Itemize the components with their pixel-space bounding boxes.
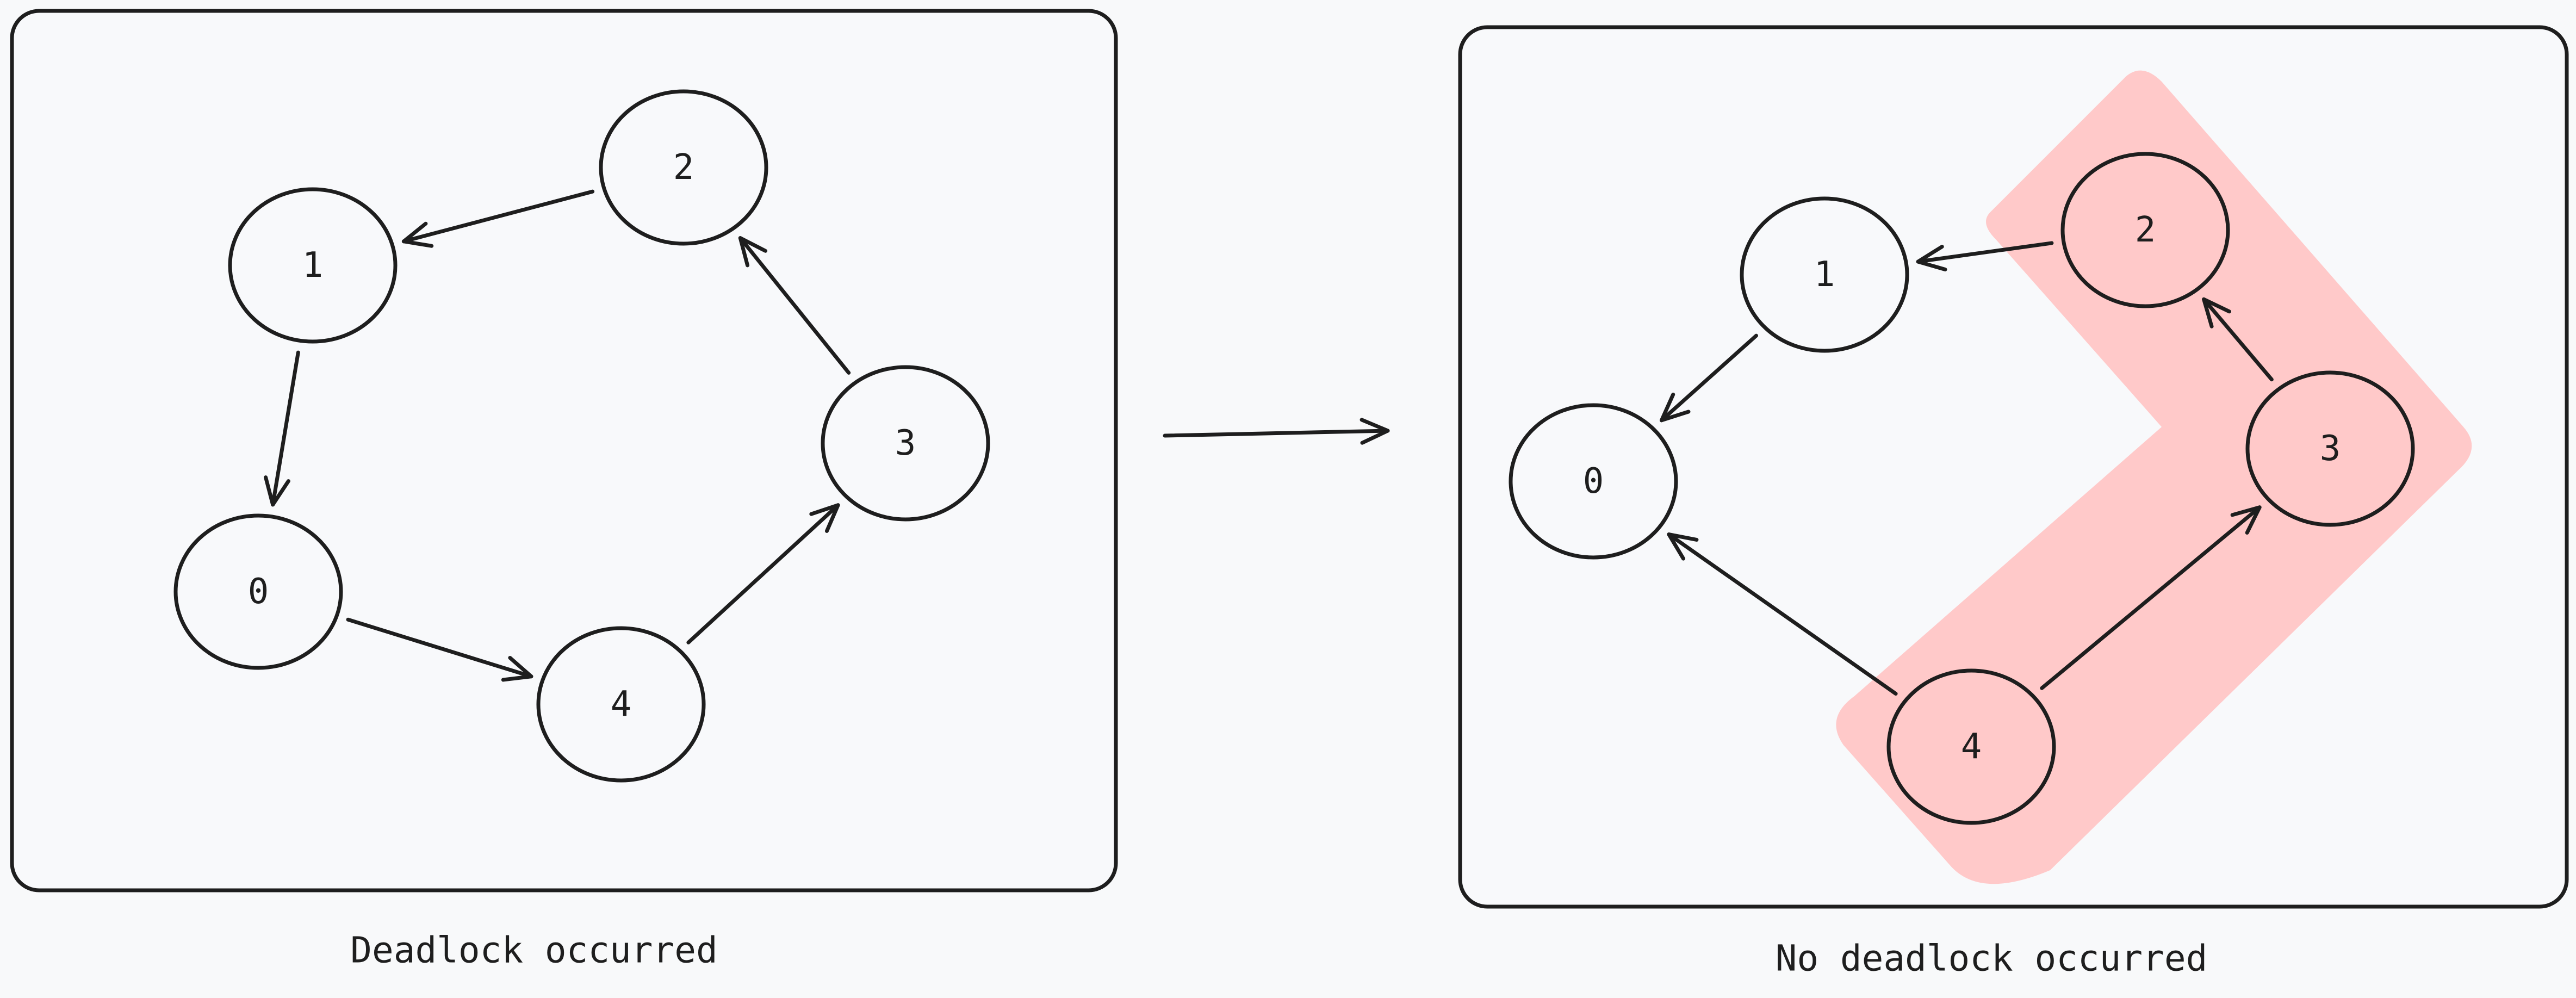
left-node-0-circle [173, 513, 343, 670]
left-edge-3-to-2 [738, 236, 851, 375]
right-edge-2-to-1-arrowhead [1916, 245, 1947, 272]
left-edge-0-to-4-arrowhead [501, 655, 533, 682]
left-node-3-circle [821, 365, 990, 522]
left-edge-2-to-1 [401, 189, 595, 248]
left-edge-0-to-4 [346, 617, 533, 682]
left-edge-2-to-1-line [401, 189, 595, 244]
left-edge-4-to-3 [686, 503, 840, 644]
transition-arrow-shape-line [1163, 429, 1390, 438]
transition-arrow-shape-arrowhead [1360, 418, 1390, 445]
right-node-2-circle [2060, 152, 2230, 308]
transition-arrow [1163, 418, 1390, 445]
right-edge-4-to-3 [2040, 505, 2262, 690]
left-edge-4-to-3-arrowhead [809, 503, 840, 533]
right-node-0-label: 0 [1583, 461, 1604, 501]
right-node-4: 4 [1886, 668, 2056, 825]
left-node-3: 3 [821, 365, 990, 522]
right-edge-1-to-0 [1659, 333, 1759, 423]
left-node-0: 0 [173, 513, 343, 670]
left-node-2: 2 [599, 89, 768, 246]
right-edge-3-to-2-line [2202, 297, 2274, 382]
left-node-3-label: 3 [895, 423, 916, 463]
left-edge-1-to-0-line [271, 350, 300, 507]
right-node-1-circle [1740, 196, 1909, 353]
right-edge-1-to-0-line [1659, 333, 1759, 423]
right-node-0: 0 [1509, 403, 1678, 560]
right-panel-edges [1659, 241, 2274, 696]
right-edge-2-to-1 [1916, 241, 2054, 272]
right-edge-4-to-0-line [1667, 532, 1898, 696]
left-node-2-label: 2 [673, 147, 694, 188]
right-node-0-circle [1509, 403, 1678, 560]
right-node-1-label: 1 [1814, 255, 1835, 295]
right-edge-4-to-0-arrowhead [1667, 532, 1699, 561]
left-node-4-label: 4 [611, 684, 632, 724]
right-panel-nodes: 0 1 2 3 4 [1509, 152, 2415, 825]
right-panel-caption: No deadlock occurred [1776, 938, 2208, 980]
transition-arrow-shape [1163, 418, 1390, 445]
right-edge-3-to-2 [2202, 297, 2274, 382]
left-node-2-circle [599, 89, 768, 246]
left-panel-nodes: 0 1 2 3 4 [173, 89, 990, 783]
left-edge-0-to-4-line [346, 617, 533, 679]
left-panel-caption: Deadlock occurred [350, 929, 718, 971]
left-edge-1-to-0-arrowhead [264, 475, 290, 507]
left-node-4-circle [536, 626, 706, 783]
right-node-4-label: 4 [1961, 727, 1982, 767]
left-panel-edges [264, 189, 851, 682]
left-edge-3-to-2-line [738, 236, 851, 375]
right-edge-4-to-3-line [2040, 505, 2262, 690]
left-node-0-label: 0 [248, 572, 269, 612]
left-edge-2-to-1-arrowhead [401, 221, 434, 248]
right-node-4-circle [1886, 668, 2056, 825]
left-edge-3-to-2-arrowhead [738, 236, 768, 268]
right-node-3-label: 3 [2320, 429, 2341, 469]
right-edge-3-to-2-arrowhead [2202, 297, 2231, 328]
right-node-3-circle [2245, 370, 2415, 527]
left-edge-1-to-0 [264, 350, 300, 507]
left-node-4: 4 [536, 626, 706, 783]
right-node-2: 2 [2060, 152, 2230, 308]
right-node-1: 1 [1740, 196, 1909, 353]
right-edge-2-to-1-line [1916, 241, 2054, 264]
right-node-3: 3 [2245, 370, 2415, 527]
right-edge-4-to-0 [1667, 532, 1898, 696]
right-edge-1-to-0-arrowhead [1659, 392, 1691, 423]
left-node-1-circle [228, 187, 398, 344]
right-edge-4-to-3-arrowhead [2230, 505, 2262, 535]
left-node-1: 1 [228, 187, 398, 344]
left-node-1-label: 1 [302, 245, 324, 286]
left-edge-4-to-3-line [686, 503, 840, 644]
right-node-2-label: 2 [2135, 210, 2156, 250]
